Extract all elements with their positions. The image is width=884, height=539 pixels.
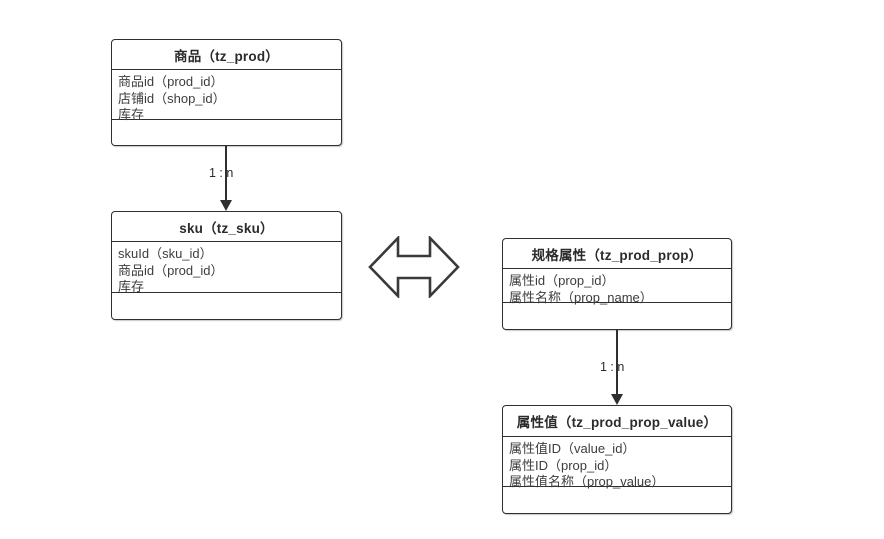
entity-tz-prod-prop-attributes: 属性id（prop_id） 属性名称（prop_name） [503,269,731,305]
connector-line [225,146,227,200]
entity-tz-sku[interactable]: sku（tz_sku） skuId（sku_id） 商品id（prod_id） … [111,211,342,320]
double-headed-arrow-icon [368,236,460,298]
entity-tz-prod-prop-value-header: 属性值（tz_prod_prop_value） [503,406,731,437]
attribute-row: 属性ID（prop_id） [509,457,618,473]
attribute-row: 商品id（prod_id） [118,262,224,278]
entity-tz-sku-header: sku（tz_sku） [112,212,341,242]
attribute-row: 属性值名称（prop_value） [509,474,665,489]
attribute-row: 商品id（prod_id） [118,74,224,89]
connector-prod-to-sku: 1 : n [209,146,233,211]
entity-tz-prod-prop-header: 规格属性（tz_prod_prop） [503,239,731,269]
attribute-row: 库存 [118,279,145,294]
entity-tz-prod-prop-footer [503,303,731,329]
entity-tz-sku-footer [112,293,341,319]
attribute-row: 属性id（prop_id） [509,273,615,288]
attribute-row: 店铺id（shop_id） [118,90,226,106]
entity-tz-prod-attributes: 商品id（prod_id） 店铺id（shop_id） 库存 [112,70,341,122]
entity-tz-sku-attributes: skuId（sku_id） 商品id（prod_id） 库存 [112,242,341,294]
attribute-row: 库存 [118,107,145,122]
entity-tz-prod-header: 商品（tz_prod） [112,40,341,70]
entity-tz-prod-footer [112,120,341,145]
connector-prop-to-prop-value: 1 : n [600,330,624,405]
connector-line [616,330,618,394]
attribute-row: skuId（sku_id） [118,246,213,261]
entity-tz-prod-prop[interactable]: 规格属性（tz_prod_prop） 属性id（prop_id） 属性名称（pr… [502,238,732,330]
entity-tz-prod-prop-value-footer [503,487,731,513]
connector-arrowhead [220,200,232,211]
entity-tz-prod[interactable]: 商品（tz_prod） 商品id（prod_id） 店铺id（shop_id） … [111,39,342,146]
connector-arrowhead [611,394,623,405]
connector-label: 1 : n [600,360,625,374]
attribute-row: 属性名称（prop_name） [509,289,653,305]
entity-tz-prod-prop-value-attributes: 属性值ID（value_id） 属性ID（prop_id） 属性值名称（prop… [503,437,731,489]
attribute-row: 属性值ID（value_id） [509,441,636,456]
entity-tz-prod-prop-value[interactable]: 属性值（tz_prod_prop_value） 属性值ID（value_id） … [502,405,732,514]
connector-label: 1 : n [209,166,234,180]
